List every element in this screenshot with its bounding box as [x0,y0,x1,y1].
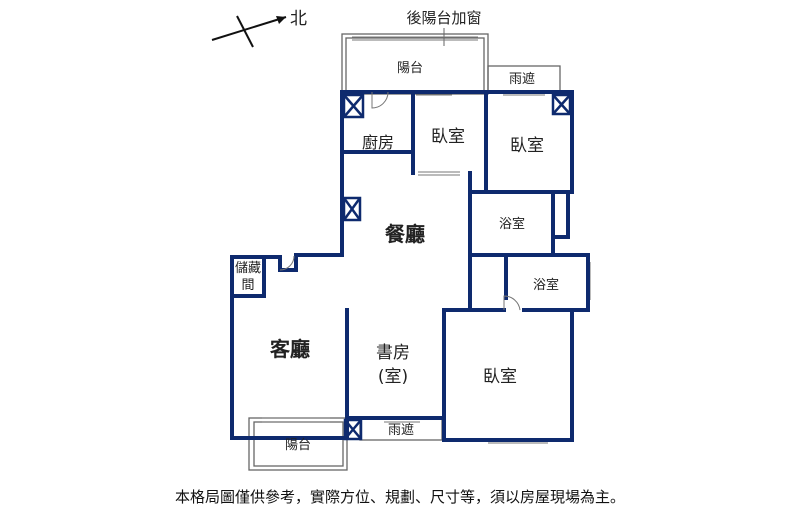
balcony-outlines [248,33,561,471]
rear-balcony-window-label: 後陽台加窗 [406,9,481,27]
bedroom-ne-label: 臥室 [510,136,544,156]
north-label: 北 [290,9,307,29]
window-marks [262,36,591,444]
living-label: 客廳 [269,337,310,361]
rain-shelter-bottom-label: 雨遮 [388,422,414,438]
north-arrow-icon [211,15,287,48]
rain-shelter-top-label: 雨遮 [509,71,535,87]
kitchen-label: 廚房 [362,133,394,152]
study-label-1: 書房 [376,343,410,363]
disclaimer-text: 本格局圖僅供參考，實際方位、規劃、尺寸等，須以房屋現場為主。 [174,488,625,506]
duct-shafts [342,93,572,441]
balcony-bottom-label: 陽台 [285,438,311,453]
dining-label: 餐廳 [385,222,425,246]
bedroom-master-label: 臥室 [483,367,517,387]
study-label-2: (室) [378,367,408,387]
storage-label-2: 間 [241,278,254,293]
balcony-top-label: 陽台 [397,61,423,76]
door-swings [279,91,521,311]
bath-lower-label: 浴室 [533,277,559,293]
storage-label-1: 儲藏 [235,261,261,276]
bedroom-small-label: 臥室 [431,127,465,147]
bath-upper-label: 浴室 [499,216,525,232]
